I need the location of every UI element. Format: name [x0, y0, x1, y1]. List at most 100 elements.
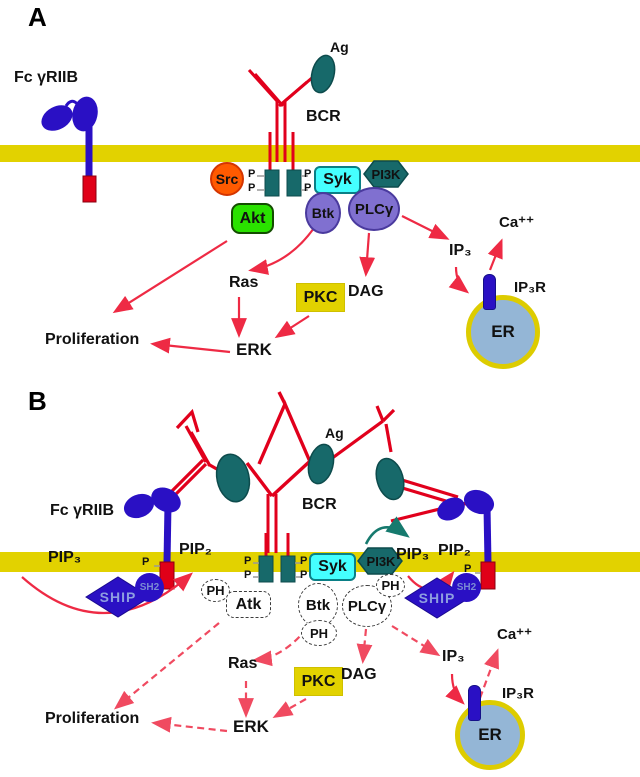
- antigen-label-b: Ag: [325, 425, 344, 441]
- phospho-links-a: [257, 175, 308, 191]
- proliferation-label-a: Proliferation: [45, 331, 140, 348]
- ip3-label-b: IP₃: [442, 648, 465, 665]
- fcgriib-receptor-a: [41, 96, 98, 178]
- syk-kinase-a: Syk: [314, 166, 361, 194]
- er-organelle-a: ER: [466, 295, 540, 369]
- arrow-channel-to-calcium-b: [478, 648, 499, 699]
- arrow-plcg-to-dag-b: [356, 628, 373, 664]
- ph-domain-2: PH: [301, 620, 337, 646]
- ip3r-channel-b: [468, 685, 481, 721]
- bcr-antibody-b: [245, 460, 311, 558]
- pkc-node-b: PKC: [294, 667, 343, 696]
- antigen-oval-b2: [307, 443, 335, 485]
- er-organelle-b: ER: [455, 700, 525, 770]
- arrow-pkc-to-erk-a: [274, 315, 310, 339]
- calcium-label-b: Ca⁺⁺: [497, 626, 533, 643]
- ship-label-left: SHIP: [99, 589, 137, 605]
- phospho-links-b: [253, 562, 301, 578]
- fcgriib-label-b: Fc γRIIB: [50, 502, 115, 519]
- arrow-pi3k-to-pip3: [364, 516, 410, 545]
- ig-beta-box-a: [286, 169, 302, 197]
- pip2-label-b-left: PIP₂: [179, 541, 212, 558]
- arrow-plcg-to-dag: [359, 232, 376, 277]
- bcr-antibody-a: [247, 68, 314, 172]
- bcr-label-a: BCR: [306, 108, 341, 125]
- antigen-oval-b1: [215, 453, 251, 503]
- antigen-oval-b3: [375, 457, 405, 501]
- phospho-p-label: P: [244, 569, 252, 581]
- phospho-p-label: P: [464, 563, 472, 575]
- crosslinking-antibody-left: [169, 408, 223, 498]
- pip3-label-b-left: PIP₃: [48, 549, 82, 566]
- pip2-label-b-right: PIP₂: [438, 542, 471, 559]
- arrow-akt-to-proliferation: [112, 240, 228, 314]
- sh2-domain-left: SH2: [135, 573, 164, 602]
- phospho-p-label: P: [248, 182, 256, 194]
- arrow-plcg-to-ip3-b: [391, 625, 441, 657]
- arrow-atk-to-proliferation: [113, 622, 220, 710]
- pi3k-hexagon-b: [357, 547, 403, 575]
- plc-gamma-node-a: PLCγ: [348, 187, 400, 231]
- erk-label-b: ERK: [233, 717, 269, 736]
- fcgriib-label-a: Fc γRIIB: [14, 69, 79, 86]
- erk-label-a: ERK: [236, 340, 272, 359]
- arrow-ip3-to-channel-b: [445, 673, 465, 705]
- ras-label-b: Ras: [228, 655, 258, 672]
- phospho-links-receptors-b: [154, 565, 481, 574]
- atk-node-b: Atk: [226, 591, 271, 618]
- btk-node-a: Btk: [305, 192, 341, 234]
- itim-box-a: [82, 175, 97, 203]
- ig-alpha-box-a: [264, 169, 280, 197]
- itim-box-b-right: [480, 561, 496, 590]
- ig-beta-box-b: [280, 555, 296, 583]
- ip3-receptor-label-b: IP₃R: [502, 685, 534, 702]
- pip3-label-b-right: PIP₃: [396, 546, 430, 563]
- ph-domain-1: PH: [201, 579, 230, 602]
- phospho-p-label: P: [300, 555, 308, 567]
- proliferation-label-b: Proliferation: [45, 710, 140, 727]
- bcr-label-b: BCR: [302, 496, 337, 513]
- arrow-erk-to-proliferation-b: [151, 716, 228, 733]
- dag-label-b: DAG: [341, 666, 377, 683]
- pi3k-label-a: PI3K: [371, 166, 401, 182]
- antigen-ovals-b: [215, 443, 405, 503]
- plasma-membrane-a: [0, 145, 640, 162]
- akt-node-a: Akt: [231, 203, 274, 234]
- ip3-receptor-label-a: IP₃R: [514, 279, 546, 296]
- antigen-oval-a: [310, 54, 336, 94]
- ip3r-channel-a: [483, 274, 496, 310]
- btk-node-b: Btk: [298, 583, 338, 627]
- crosslinking-antibody-center: [257, 391, 313, 465]
- phospho-p-label: P: [244, 555, 252, 567]
- arrow-btk-to-ras-b: [252, 627, 308, 667]
- arrows-a: [112, 215, 503, 354]
- ras-label-a: Ras: [229, 274, 259, 291]
- arrow-ip3-to-channel-a: [448, 266, 470, 294]
- arrow-btk-to-ras: [248, 227, 315, 275]
- arrow-pip3-to-pip2-left: [21, 572, 193, 615]
- ship-label-right: SHIP: [418, 590, 456, 606]
- panel-b-letter: B: [28, 386, 47, 416]
- dag-label-a: DAG: [348, 283, 384, 300]
- sh2-domain-right: SH2: [452, 573, 481, 602]
- arrow-plcg-to-ip3: [401, 215, 450, 240]
- fcgriib-receptor-b-left: [123, 487, 181, 564]
- phospho-p-label: P: [304, 168, 312, 180]
- phospho-p-label: P: [142, 556, 150, 568]
- ph-domain-3: PH: [376, 574, 405, 597]
- ig-alpha-box-b: [258, 555, 274, 583]
- phospho-p-label: P: [304, 182, 312, 194]
- fcgriib-receptor-b-right: [437, 489, 495, 564]
- phospho-p-label: P: [300, 569, 308, 581]
- arrow-pkc-to-erk-b: [272, 698, 307, 718]
- pkc-node-a: PKC: [296, 283, 345, 312]
- calcium-label-a: Ca⁺⁺: [499, 214, 535, 231]
- arrow-erk-to-proliferation-a: [150, 337, 231, 354]
- panel-a-letter: A: [28, 2, 47, 32]
- syk-kinase-b: Syk: [309, 553, 356, 581]
- antigen-label-a: Ag: [330, 39, 349, 55]
- ip3-label-a: IP₃: [449, 242, 472, 259]
- pi3k-label-b: PI3K: [366, 553, 396, 569]
- arrow-channel-to-calcium-a: [487, 238, 503, 271]
